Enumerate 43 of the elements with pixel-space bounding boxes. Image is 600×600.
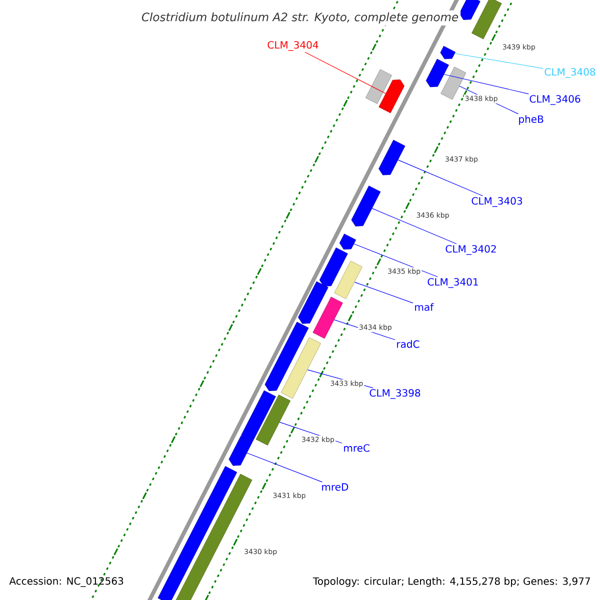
gene-label: pheB — [519, 115, 544, 125]
leader-line — [354, 244, 438, 278]
gene-block — [319, 248, 348, 286]
gene-block — [472, 0, 502, 40]
gene-label: CLM_3404 — [268, 41, 318, 51]
gene-label: mreC — [344, 444, 370, 452]
leader-line — [444, 74, 529, 94]
gene-block — [426, 58, 449, 88]
gene-label: mreD — [322, 483, 348, 491]
gene-label: CLM_3401 — [428, 278, 478, 288]
gene-block — [378, 140, 406, 176]
genome-info-text: Topology: circular; Length: 4,155,278 bp; Genes: 3,977 — [312, 577, 590, 587]
leader-line — [454, 53, 544, 69]
gene-label: CLM_3398 — [370, 389, 420, 399]
gene-label: CLM_3406 — [530, 95, 580, 105]
title: Clostridium botulinum A2 str. Kyoto, complete genome — [139, 10, 461, 26]
gene-block — [339, 234, 356, 250]
gene-block — [459, 0, 480, 20]
accession-text: Accession: NC_012563 — [9, 577, 124, 587]
leader-line — [304, 52, 386, 94]
gene-block — [280, 337, 322, 399]
leader-line — [246, 452, 323, 482]
gene-block — [241, 390, 276, 442]
gene-block — [365, 69, 392, 104]
gene-block — [158, 466, 238, 600]
gene-label: radC — [397, 340, 420, 348]
gene-block — [440, 46, 456, 60]
gene-block — [312, 296, 343, 339]
gene-label: maf — [415, 303, 434, 311]
leader-line — [372, 208, 457, 244]
gene-block — [351, 186, 381, 226]
leader-line — [398, 160, 483, 196]
gene-label: CLM_3402 — [446, 245, 496, 255]
gene-block — [378, 80, 404, 114]
gene-block — [298, 281, 328, 324]
gene-block — [256, 394, 291, 446]
gene-label: CLM_3403 — [472, 197, 522, 207]
leader-line — [354, 282, 414, 304]
gene-block — [228, 436, 253, 466]
gene-block — [264, 322, 309, 392]
gene-block — [334, 260, 362, 300]
gene-block — [440, 66, 466, 100]
gene-label: CLM_3408 — [544, 68, 596, 78]
